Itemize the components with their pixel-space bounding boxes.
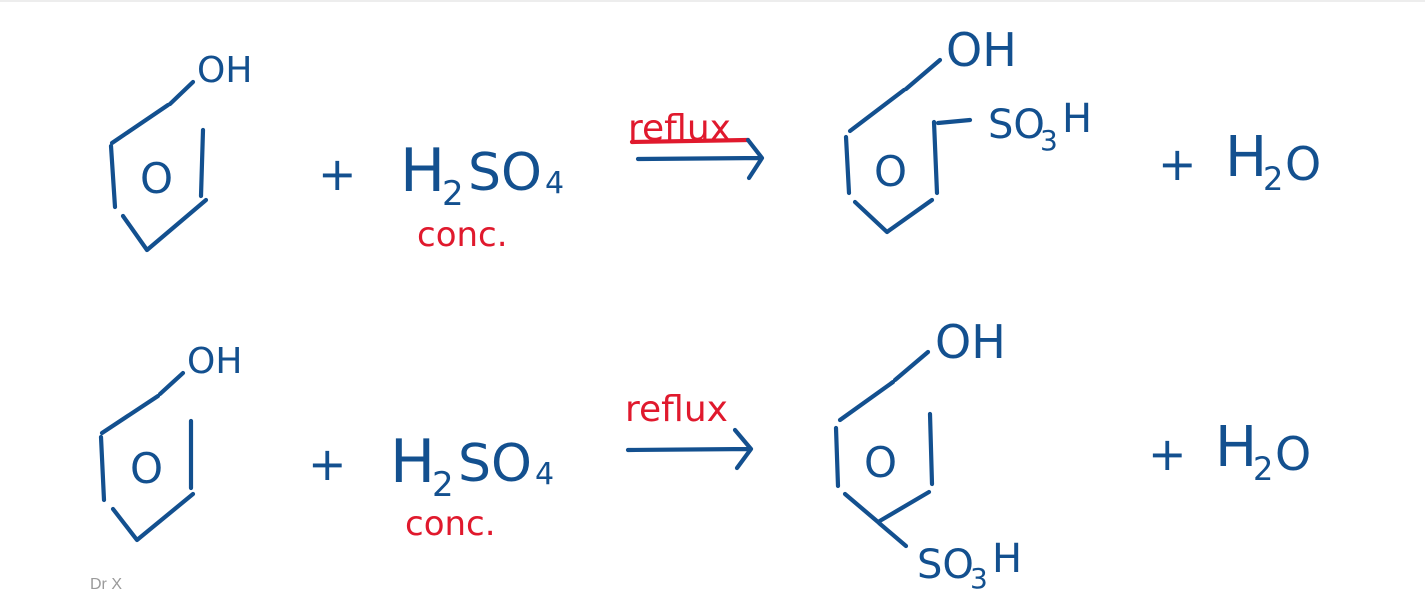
- product-oh-bond-2: [892, 349, 931, 383]
- top-border: [0, 0, 1425, 2]
- product-ring-1: [843, 87, 940, 235]
- reagent-sulfuric-acid-2: H 2 SO 4 conc.: [390, 427, 554, 544]
- product-para-2: OH SO 3 H O: [833, 315, 1022, 594]
- plus-sign-1a: +: [318, 147, 357, 201]
- product-sub3-label-1: 3: [1040, 124, 1058, 157]
- acid-h-1: H: [400, 136, 445, 206]
- product-water-2: H 2 O: [1215, 415, 1311, 488]
- product-h-label-2: H: [992, 536, 1022, 582]
- acid-conc-note-2: conc.: [405, 504, 496, 544]
- reactant-phenol-2: OH O: [98, 341, 242, 543]
- water-h-2: H: [1215, 415, 1257, 480]
- phenol-oh-label-1: OH: [197, 50, 252, 91]
- product-so3h-bond-1: [935, 117, 973, 126]
- product-sub3-label-2: 3: [970, 562, 988, 594]
- reactant-phenol-1: OH O: [108, 50, 252, 253]
- oh-bond-2: [157, 370, 186, 397]
- reflux-label-2: reflux: [625, 389, 728, 430]
- product-h-label-1: H: [1062, 96, 1092, 142]
- author-credit: Dr X: [90, 576, 122, 593]
- reaction-arrow-1: reflux: [628, 108, 765, 181]
- product-ortho-1: OH SO 3 H O: [843, 23, 1092, 235]
- oh-bond-1: [167, 79, 196, 107]
- reaction-2: OH O + H 2 SO 4 conc. reflux OH SO 3 H O: [98, 315, 1311, 594]
- product-so3h-bond-2: [876, 520, 909, 549]
- product-ring-center-1: O: [874, 147, 907, 196]
- water-sub2-1: 2: [1263, 160, 1283, 198]
- arrow-line-1: [635, 137, 765, 181]
- product-oh-label-2: OH: [935, 315, 1006, 369]
- phenol-oh-label-2: OH: [187, 341, 242, 382]
- water-sub2-2: 2: [1253, 450, 1273, 488]
- acid-sub2-1: 2: [442, 174, 464, 214]
- plus-sign-1b: +: [1158, 137, 1197, 191]
- product-so-label-2: SO: [917, 542, 974, 588]
- product-ring-center-2: O: [864, 438, 897, 487]
- product-so-label-1: SO: [988, 102, 1045, 148]
- product-ring-2: [833, 379, 935, 525]
- benzene-ring-1: [108, 102, 209, 253]
- reaction-arrow-2: reflux: [625, 389, 754, 471]
- benzene-ring-2: [98, 393, 196, 543]
- reagent-sulfuric-acid-1: H 2 SO 4 conc.: [400, 136, 564, 255]
- acid-sub4-2: 4: [535, 457, 554, 492]
- reflux-underline-1: [629, 137, 751, 145]
- plus-sign-2b: +: [1148, 427, 1187, 481]
- water-o-1: O: [1285, 137, 1321, 191]
- plus-sign-2a: +: [308, 437, 347, 491]
- arrow-line-2: [625, 427, 754, 471]
- product-oh-label-1: OH: [946, 23, 1017, 77]
- acid-conc-note-1: conc.: [417, 215, 508, 255]
- acid-h-2: H: [390, 427, 435, 497]
- ring-center-label-1: O: [140, 154, 173, 203]
- acid-sub2-2: 2: [432, 465, 454, 505]
- ring-center-label-2: O: [130, 444, 163, 493]
- acid-sub4-1: 4: [545, 166, 564, 201]
- acid-so-1: SO: [468, 143, 542, 203]
- product-oh-bond-1: [903, 57, 943, 92]
- water-o-2: O: [1275, 427, 1311, 481]
- product-water-1: H 2 O: [1225, 125, 1321, 198]
- water-h-1: H: [1225, 125, 1267, 190]
- reaction-1: OH O + H 2 SO 4 conc. reflux OH SO 3 H O: [108, 23, 1321, 255]
- acid-so-2: SO: [458, 434, 532, 494]
